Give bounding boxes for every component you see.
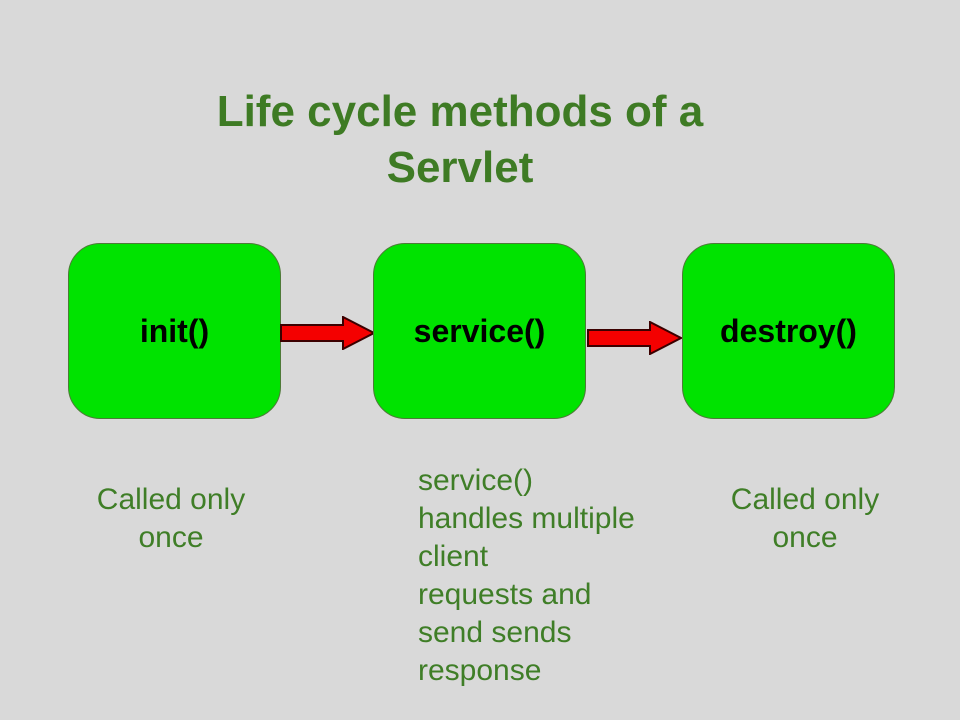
caption-init: Called only once — [96, 483, 246, 554]
lifecycle-box-service: service() — [373, 243, 586, 419]
lifecycle-box-destroy: destroy() — [682, 243, 895, 419]
arrow-right-icon — [280, 316, 376, 350]
box-service-label: service() — [413, 312, 546, 349]
caption-destroy: Called only once — [730, 483, 880, 554]
box-destroy-label: destroy() — [720, 312, 857, 349]
caption-service: service() handles multiple client reques… — [418, 464, 635, 687]
slide-title: Life cycle methods of a Servlet — [216, 87, 704, 192]
arrow-right-icon — [587, 321, 683, 355]
lifecycle-box-init: init() — [68, 243, 281, 419]
box-init-label: init() — [139, 312, 210, 349]
